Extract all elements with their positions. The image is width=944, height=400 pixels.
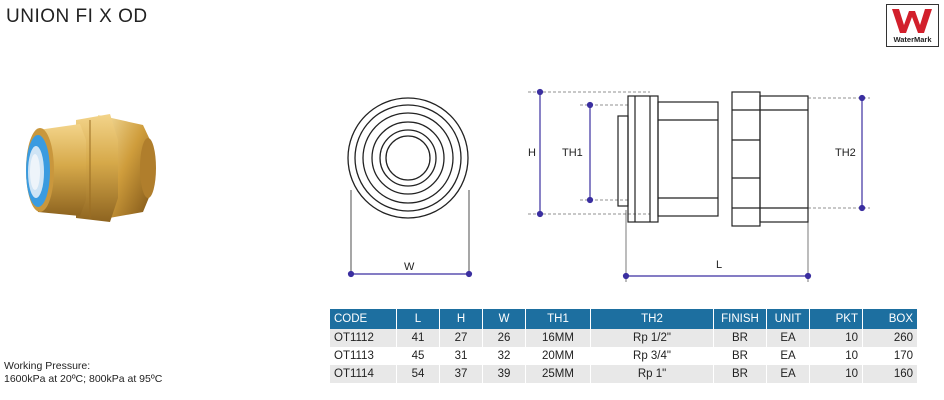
- spec-table-header: CODE L H W TH1 TH2 FINISH UNIT PKT BOX: [330, 309, 918, 329]
- cell-box: 170: [862, 347, 918, 365]
- col-th1: TH1: [525, 309, 591, 329]
- cell-finish: BR: [713, 347, 767, 365]
- col-box: BOX: [862, 309, 918, 329]
- cell-th2: Rp 1/2": [590, 329, 714, 347]
- cell-h: 27: [439, 329, 483, 347]
- cell-th1: 20MM: [525, 347, 591, 365]
- cell-unit: EA: [766, 329, 810, 347]
- cell-unit: EA: [766, 347, 810, 365]
- watermark-label: WaterMark: [893, 35, 932, 44]
- h-dimension: [528, 88, 650, 218]
- cell-th2: Rp 3/4": [590, 347, 714, 365]
- l-label: L: [716, 259, 722, 271]
- cell-box: 160: [862, 365, 918, 383]
- cell-h: 37: [439, 365, 483, 383]
- th1-label: TH1: [562, 147, 583, 159]
- table-row: OT1112 41 27 26 16MM Rp 1/2" BR EA 10 26…: [330, 329, 918, 347]
- cell-unit: EA: [766, 365, 810, 383]
- technical-drawing: W H TH1: [347, 88, 870, 282]
- cell-w: 26: [482, 329, 526, 347]
- col-finish: FINISH: [713, 309, 767, 329]
- cell-box: 260: [862, 329, 918, 347]
- cell-l: 45: [396, 347, 440, 365]
- th2-label: TH2: [835, 147, 856, 159]
- working-pressure-note: Working Pressure: 1600kPa at 20ºC; 800kP…: [4, 360, 162, 386]
- cell-finish: BR: [713, 365, 767, 383]
- front-view: [347, 97, 469, 219]
- col-h: H: [439, 309, 483, 329]
- col-w: W: [482, 309, 526, 329]
- table-row: OT1114 54 37 39 25MM Rp 1" BR EA 10 160: [330, 365, 918, 383]
- side-view: [617, 91, 809, 227]
- h-label: H: [528, 147, 536, 159]
- cell-pkt: 10: [809, 365, 863, 383]
- cell-l: 54: [396, 365, 440, 383]
- cell-th1: 16MM: [525, 329, 591, 347]
- spec-table: CODE L H W TH1 TH2 FINISH UNIT PKT BOX O…: [330, 309, 918, 383]
- w-dimension: [347, 190, 473, 278]
- col-th2: TH2: [590, 309, 714, 329]
- table-row: OT1113 45 31 32 20MM Rp 3/4" BR EA 10 17…: [330, 347, 918, 365]
- l-dimension: [622, 210, 812, 282]
- th2-dimension: [808, 94, 870, 212]
- col-unit: UNIT: [766, 309, 810, 329]
- working-pressure-heading: Working Pressure:: [4, 360, 91, 372]
- product-title: UNION FI X OD: [6, 6, 148, 27]
- cell-code: OT1112: [330, 329, 397, 347]
- cell-code: OT1114: [330, 365, 397, 383]
- col-pkt: PKT: [809, 309, 863, 329]
- cell-h: 31: [439, 347, 483, 365]
- w-label: W: [404, 261, 415, 273]
- cell-code: OT1113: [330, 347, 397, 365]
- col-l: L: [396, 309, 440, 329]
- watermark-logo: WaterMark: [886, 4, 939, 47]
- fitting-product-image: [26, 114, 156, 222]
- cell-pkt: 10: [809, 347, 863, 365]
- working-pressure-values: 1600kPa at 20ºC; 800kPa at 95ºC: [4, 373, 163, 385]
- cell-w: 32: [482, 347, 526, 365]
- cell-pkt: 10: [809, 329, 863, 347]
- watermark-icon: [892, 9, 932, 33]
- col-code: CODE: [330, 309, 397, 329]
- cell-th1: 25MM: [525, 365, 591, 383]
- cell-th2: Rp 1": [590, 365, 714, 383]
- cell-l: 41: [396, 329, 440, 347]
- cell-finish: BR: [713, 329, 767, 347]
- cell-w: 39: [482, 365, 526, 383]
- th1-dimension: [580, 101, 630, 204]
